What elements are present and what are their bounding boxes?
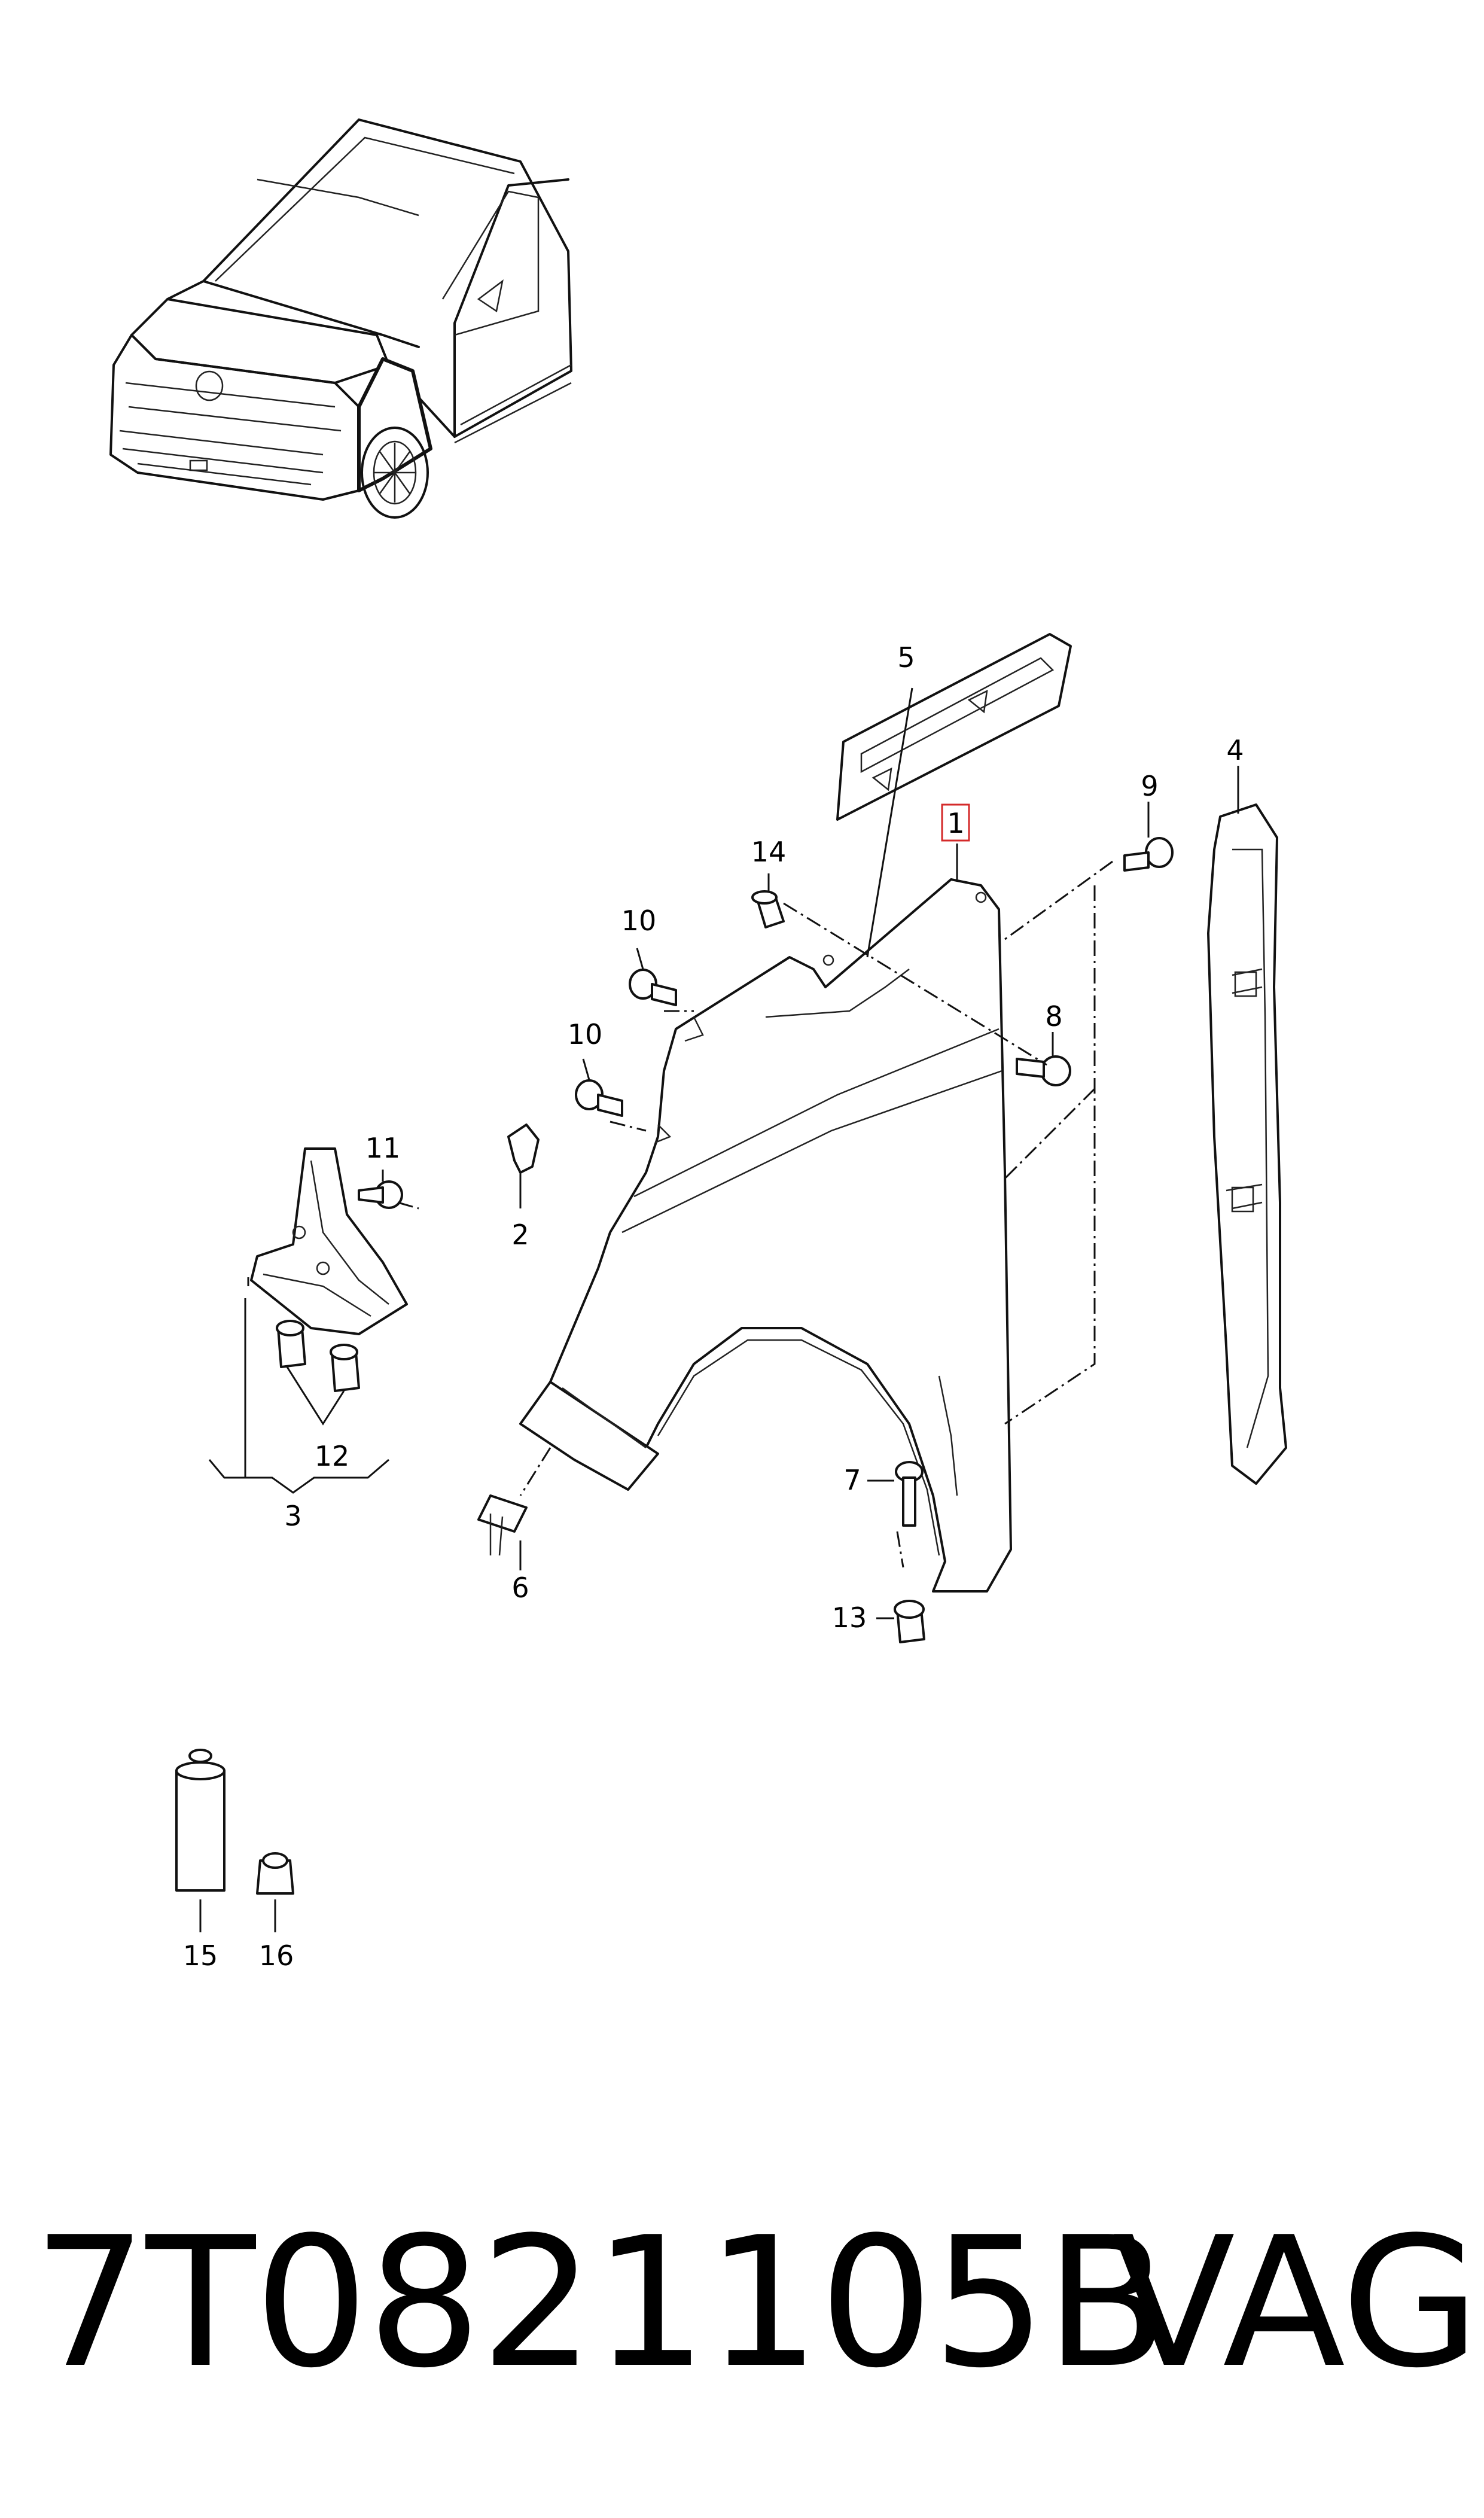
callout-5: 5 xyxy=(897,641,915,674)
callout-1: 1 xyxy=(947,807,964,839)
callout-10-upper: 10 xyxy=(621,905,657,937)
bolt-part-10a xyxy=(629,969,677,1006)
leader-lines xyxy=(199,687,1239,1932)
callout-13: 13 xyxy=(832,1601,867,1634)
callout-12: 12 xyxy=(315,1440,350,1472)
bolt-part-9 xyxy=(1123,837,1174,872)
bolt-part-10b xyxy=(575,1079,623,1117)
clip-part-12a xyxy=(276,1320,306,1368)
plug-part-16 xyxy=(256,1852,294,1895)
nut-part-14 xyxy=(751,890,785,928)
stud-part-6 xyxy=(477,1494,528,1556)
callout-14: 14 xyxy=(751,836,787,868)
callout-15: 15 xyxy=(183,1940,218,1972)
seal-part-4 xyxy=(1207,803,1287,1485)
brand-label: VAG xyxy=(1113,2199,1480,2407)
can-part-15 xyxy=(175,1749,226,1892)
callout-9: 9 xyxy=(1141,770,1158,802)
bracket-part-3 xyxy=(250,1147,408,1335)
callout-16: 16 xyxy=(259,1940,294,1972)
clip-part-2 xyxy=(507,1123,540,1174)
callout-4: 4 xyxy=(1226,734,1244,766)
vehicle-overview xyxy=(109,118,572,519)
callout-8: 8 xyxy=(1045,1000,1062,1033)
callout-7: 7 xyxy=(843,1464,861,1496)
bolt-part-11 xyxy=(358,1180,403,1209)
bolt-part-8 xyxy=(1016,1055,1071,1086)
callout-10-lower: 10 xyxy=(568,1018,603,1051)
callout-6: 6 xyxy=(511,1572,529,1604)
fender-part-1 xyxy=(519,878,1012,1593)
screw-part-7 xyxy=(895,1461,924,1527)
clip-part-12b xyxy=(330,1344,360,1392)
callout-labels: 5 1 4 9 14 10 8 10 11 2 12 3 7 6 13 15 1… xyxy=(183,641,1244,1972)
callout-1-highlight-box xyxy=(941,803,970,842)
clip-part-13 xyxy=(894,1600,925,1643)
part-number-label: 7T0821105B xyxy=(33,2199,1168,2407)
fasteners xyxy=(175,837,1174,1895)
trim-strip-part-5 xyxy=(836,633,1072,821)
callout-2: 2 xyxy=(511,1219,529,1251)
callout-3: 3 xyxy=(284,1500,301,1532)
callout-11: 11 xyxy=(365,1132,401,1164)
dash-lines xyxy=(397,860,1113,1568)
